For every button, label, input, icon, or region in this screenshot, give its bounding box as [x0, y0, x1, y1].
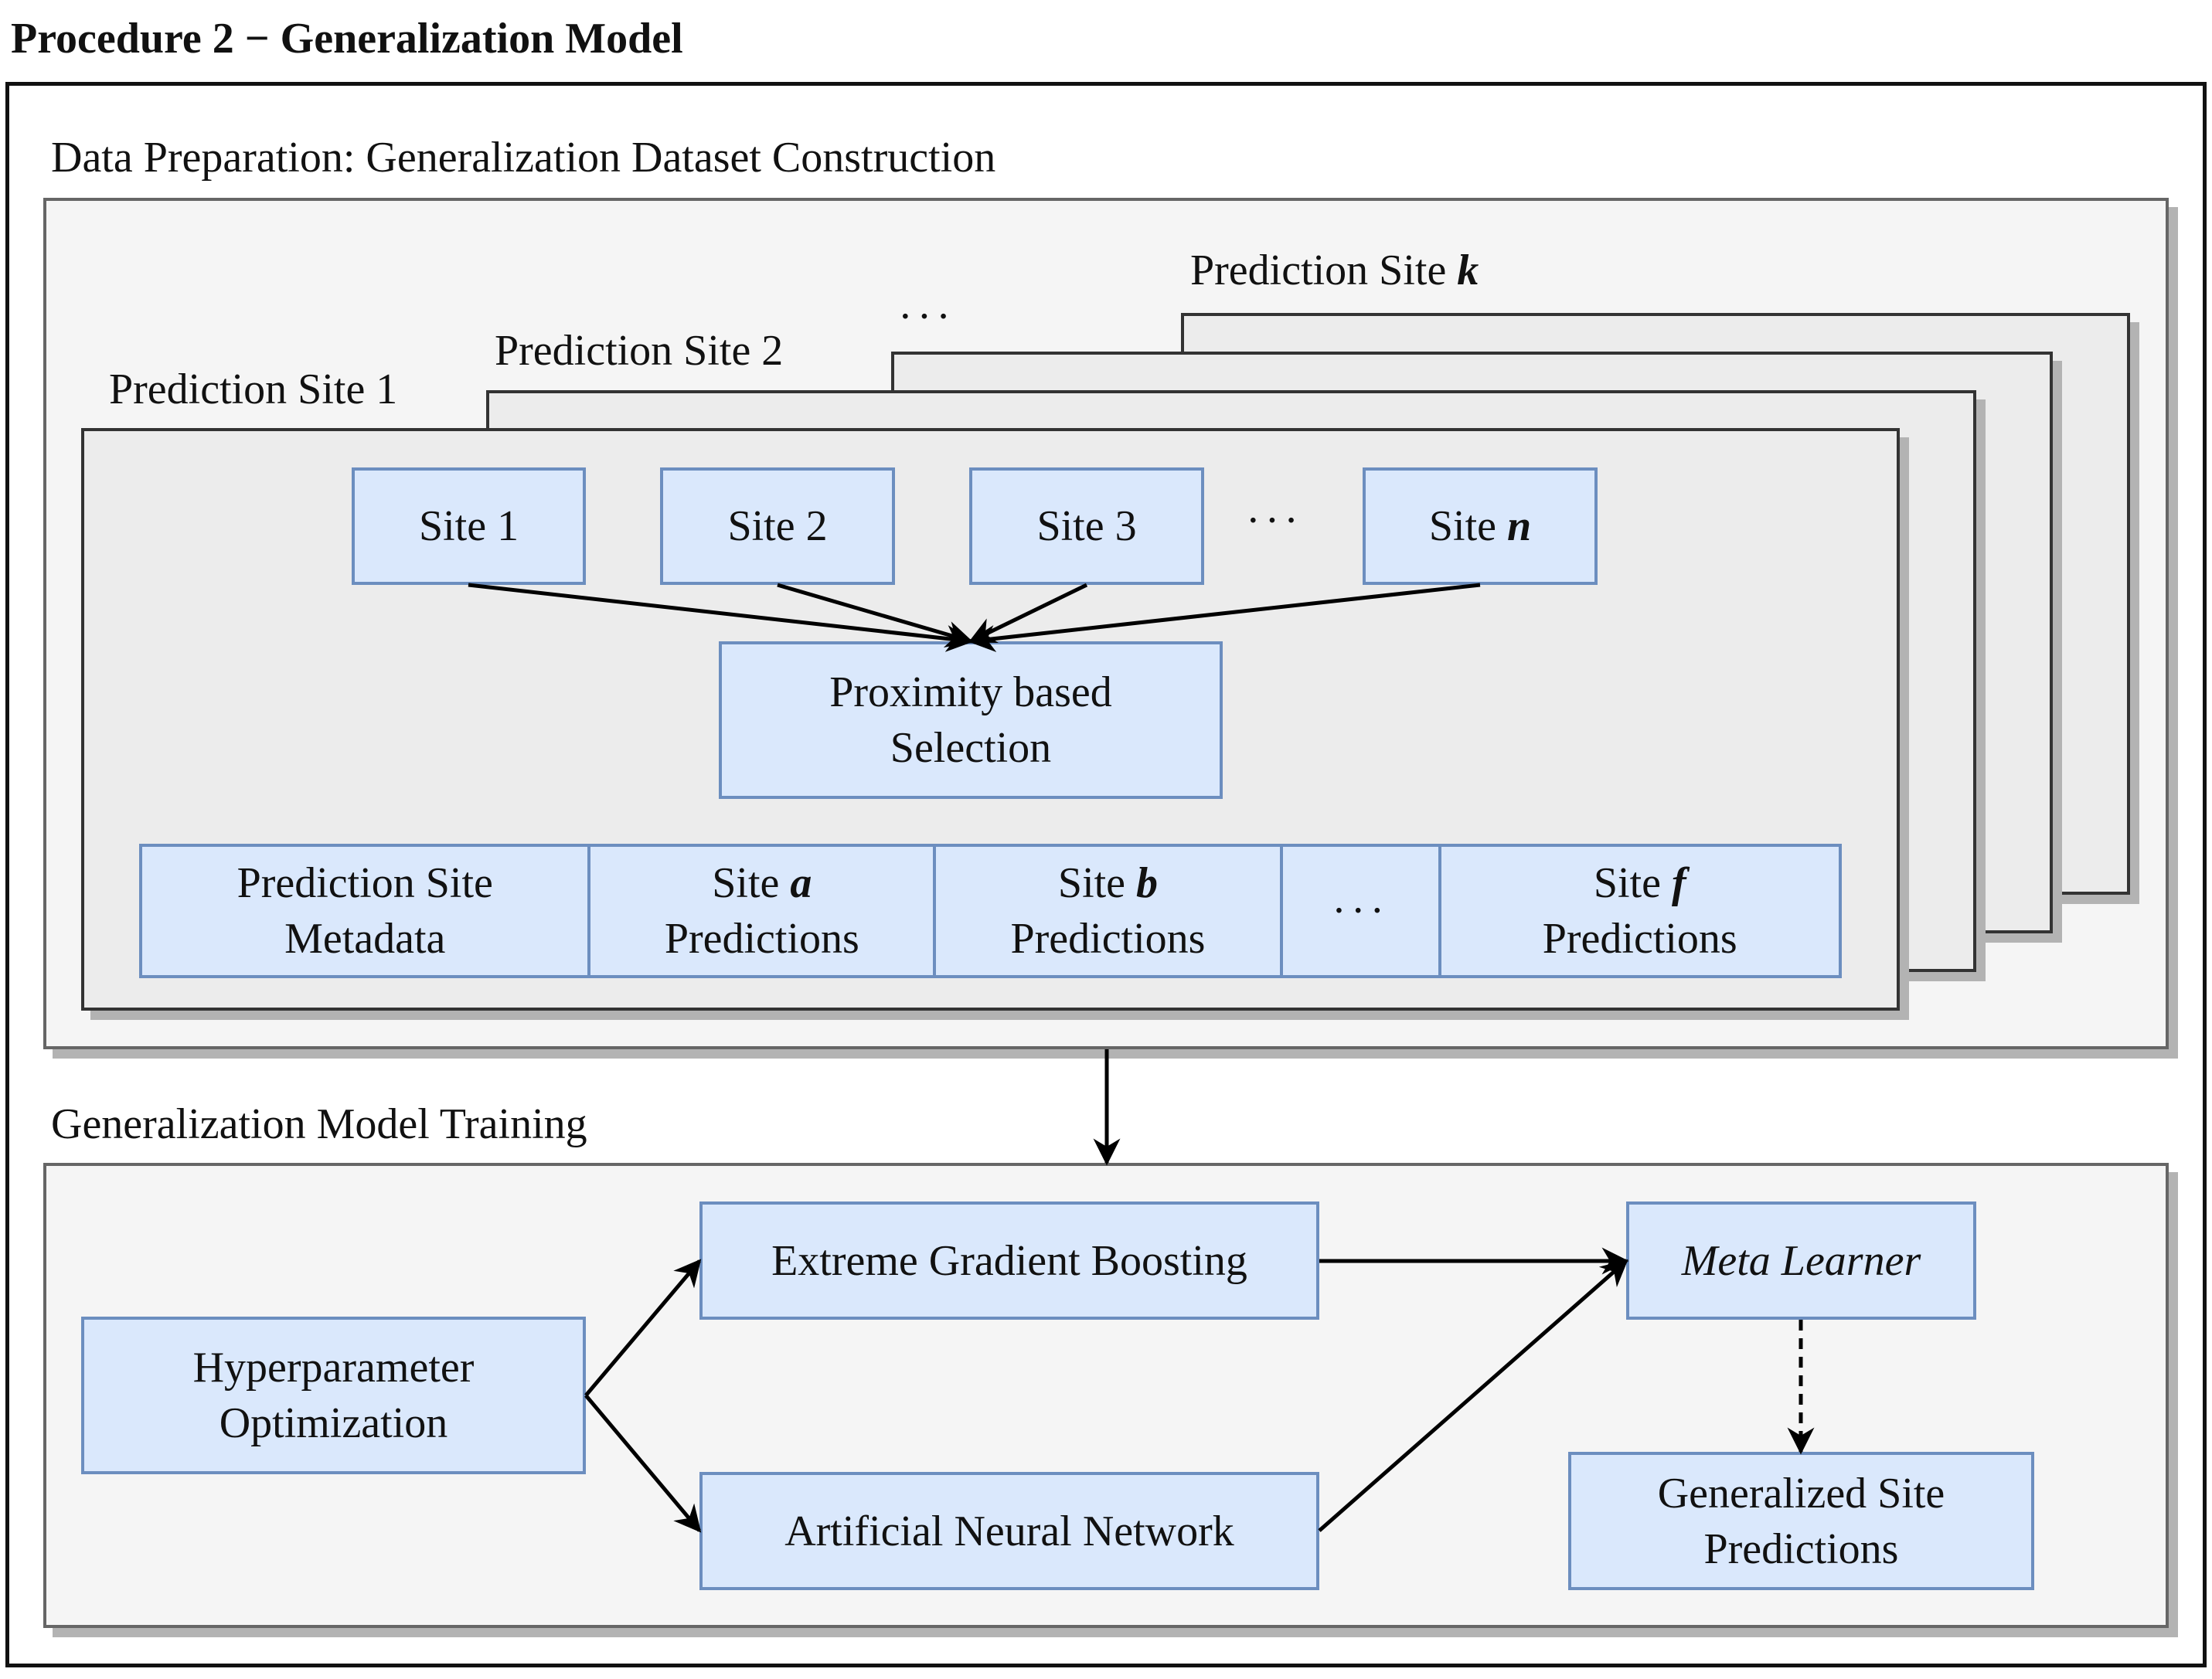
site-3-node: Site 3 [969, 467, 1204, 585]
ann-node: Artificial Neural Network [699, 1472, 1319, 1590]
data-prep-label: Data Preparation: Generalization Dataset… [51, 134, 996, 182]
hyperparameter-optimization-node: Hyperparameter Optimization [81, 1317, 586, 1474]
arrow-hpo-xgboost [584, 1259, 702, 1397]
training-label: Generalization Model Training [51, 1100, 587, 1148]
prediction-site-1-label: Prediction Site 1 [109, 365, 398, 413]
meta-learner-node: Meta Learner [1626, 1201, 1976, 1320]
xgboost-node: Extreme Gradient Boosting [699, 1201, 1319, 1320]
site-1-node: Site 1 [352, 467, 586, 585]
site-a-predictions-cell: Site a Predictions [587, 844, 937, 978]
site-2-node: Site 2 [660, 467, 895, 585]
generalized-predictions-node: Generalized Site Predictions [1568, 1452, 2034, 1590]
arrow-site1-proximity [468, 583, 974, 652]
arrow-site3-proximity [968, 583, 1088, 644]
arrow-siten-proximity [968, 583, 1481, 652]
feature-row: Prediction Site Metadata Site a Predicti… [139, 844, 1842, 978]
sites-ellipsis: ··· [1246, 497, 1303, 545]
prediction-site-2-label: Prediction Site 2 [495, 327, 784, 375]
prediction-site-ellipsis: ··· [898, 293, 955, 341]
prediction-site-metadata-cell: Prediction Site Metadata [139, 844, 591, 978]
arrow-hpo-ann [584, 1394, 702, 1533]
prediction-site-k-label: Prediction Site k [1190, 246, 1479, 294]
site-b-predictions-cell: Site b Predictions [933, 844, 1283, 978]
arrow-site2-proximity [777, 583, 974, 647]
procedure-title: Procedure 2 − Generalization Model [11, 15, 683, 63]
site-f-predictions-cell: Site f Predictions [1438, 844, 1842, 978]
arrow-ann-meta [1318, 1259, 1628, 1532]
feature-ellipsis-cell: ··· [1279, 844, 1441, 978]
site-n-node: Site n [1363, 467, 1598, 585]
